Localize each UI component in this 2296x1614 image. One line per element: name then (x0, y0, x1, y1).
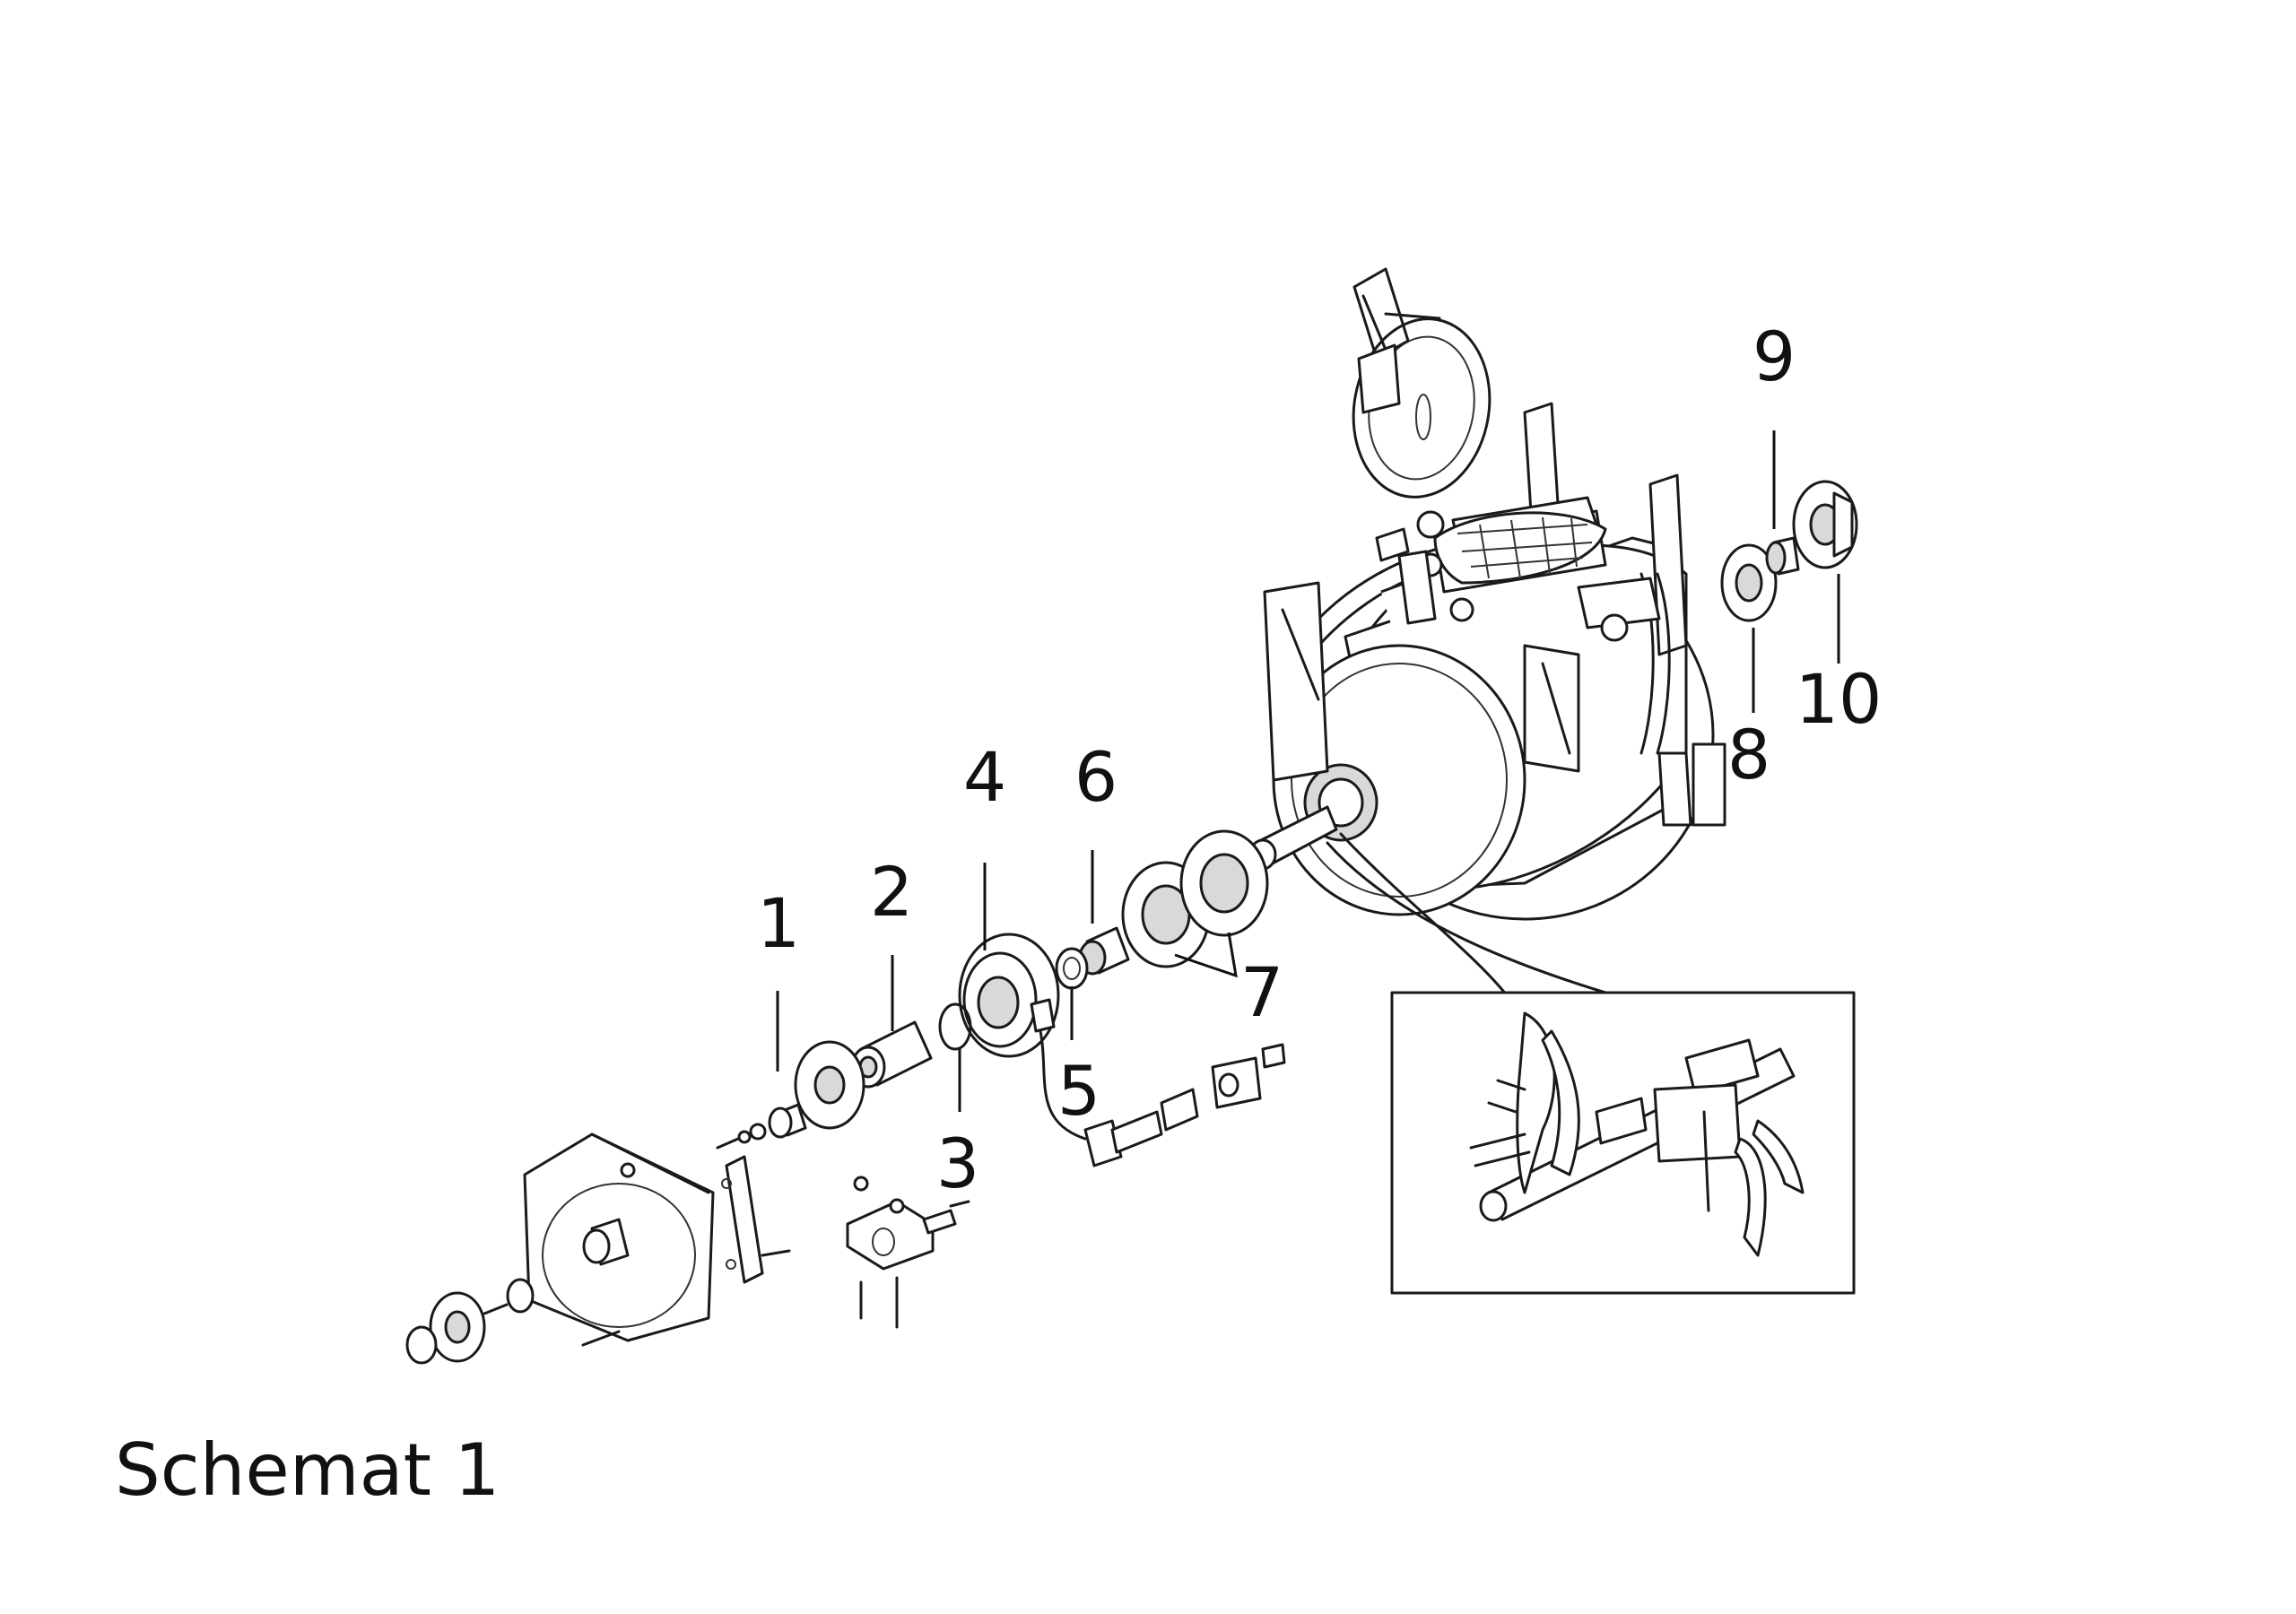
part-5-ring (1055, 947, 1089, 990)
callout-4: 4 (962, 737, 1007, 817)
diagram-caption: Schemat 1 (115, 1428, 500, 1512)
coupling-parts-left (405, 1278, 621, 1365)
motor-unit (523, 1132, 791, 1342)
part-4-housing (958, 933, 1286, 1167)
leader-lines (776, 430, 1840, 1112)
detail-pointer-line-a (1339, 832, 1509, 997)
detail-inset (1390, 991, 1856, 1295)
callout-8: 8 (1726, 715, 1771, 794)
part-10-flange (1792, 480, 1858, 569)
part-7-gaskets (1121, 829, 1269, 968)
callout-7: 7 (1239, 952, 1284, 1032)
part-8-washer (1720, 543, 1778, 622)
part-3-o-ring (938, 1002, 972, 1051)
part-1-seal (716, 1040, 865, 1150)
callout-6: 6 (1074, 737, 1118, 817)
mounting-bracket (846, 1176, 970, 1329)
detail-pointer-line-b (1326, 841, 1616, 997)
callout-3: 3 (935, 1124, 980, 1203)
part-9-bushing (1765, 536, 1800, 576)
tank-body (1248, 267, 1726, 921)
callout-9: 9 (1752, 317, 1796, 396)
callout-1: 1 (756, 883, 801, 963)
callout-2: 2 (869, 852, 914, 932)
callout-10: 10 (1795, 659, 1883, 739)
callout-5: 5 (1057, 1051, 1101, 1131)
